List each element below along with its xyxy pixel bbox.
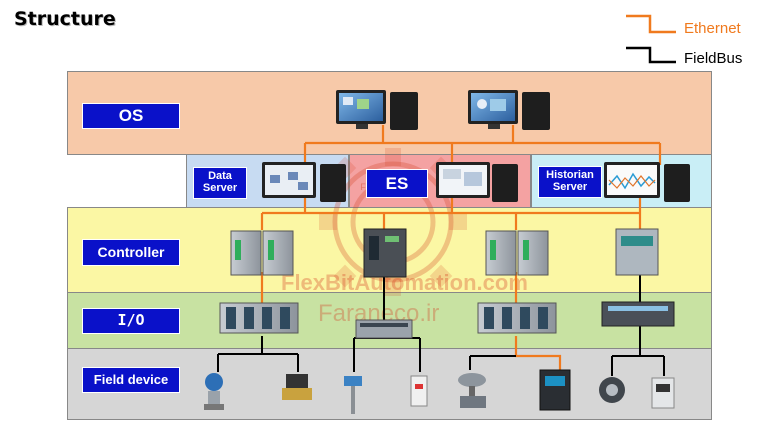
layer-label-controller: Controller [82,239,180,266]
layer-label-es: ES [366,169,428,198]
legend-fieldbus-label: FieldBus [684,50,743,67]
layer-label-field-device: Field device [82,367,180,393]
legend-ethernet-label: Ethernet [684,20,741,37]
layer-label-io: I/O [82,308,180,334]
watermark-text-2: Faraneco.ir [318,300,440,327]
watermark-text-1: FlexBitAutomation.com [281,270,528,295]
layer-label-historian-server: Historian Server [538,166,602,198]
layer-label-data-server: Data Server [193,167,247,199]
page-title: Structure [14,8,116,30]
layer-label-os: OS [82,103,180,129]
